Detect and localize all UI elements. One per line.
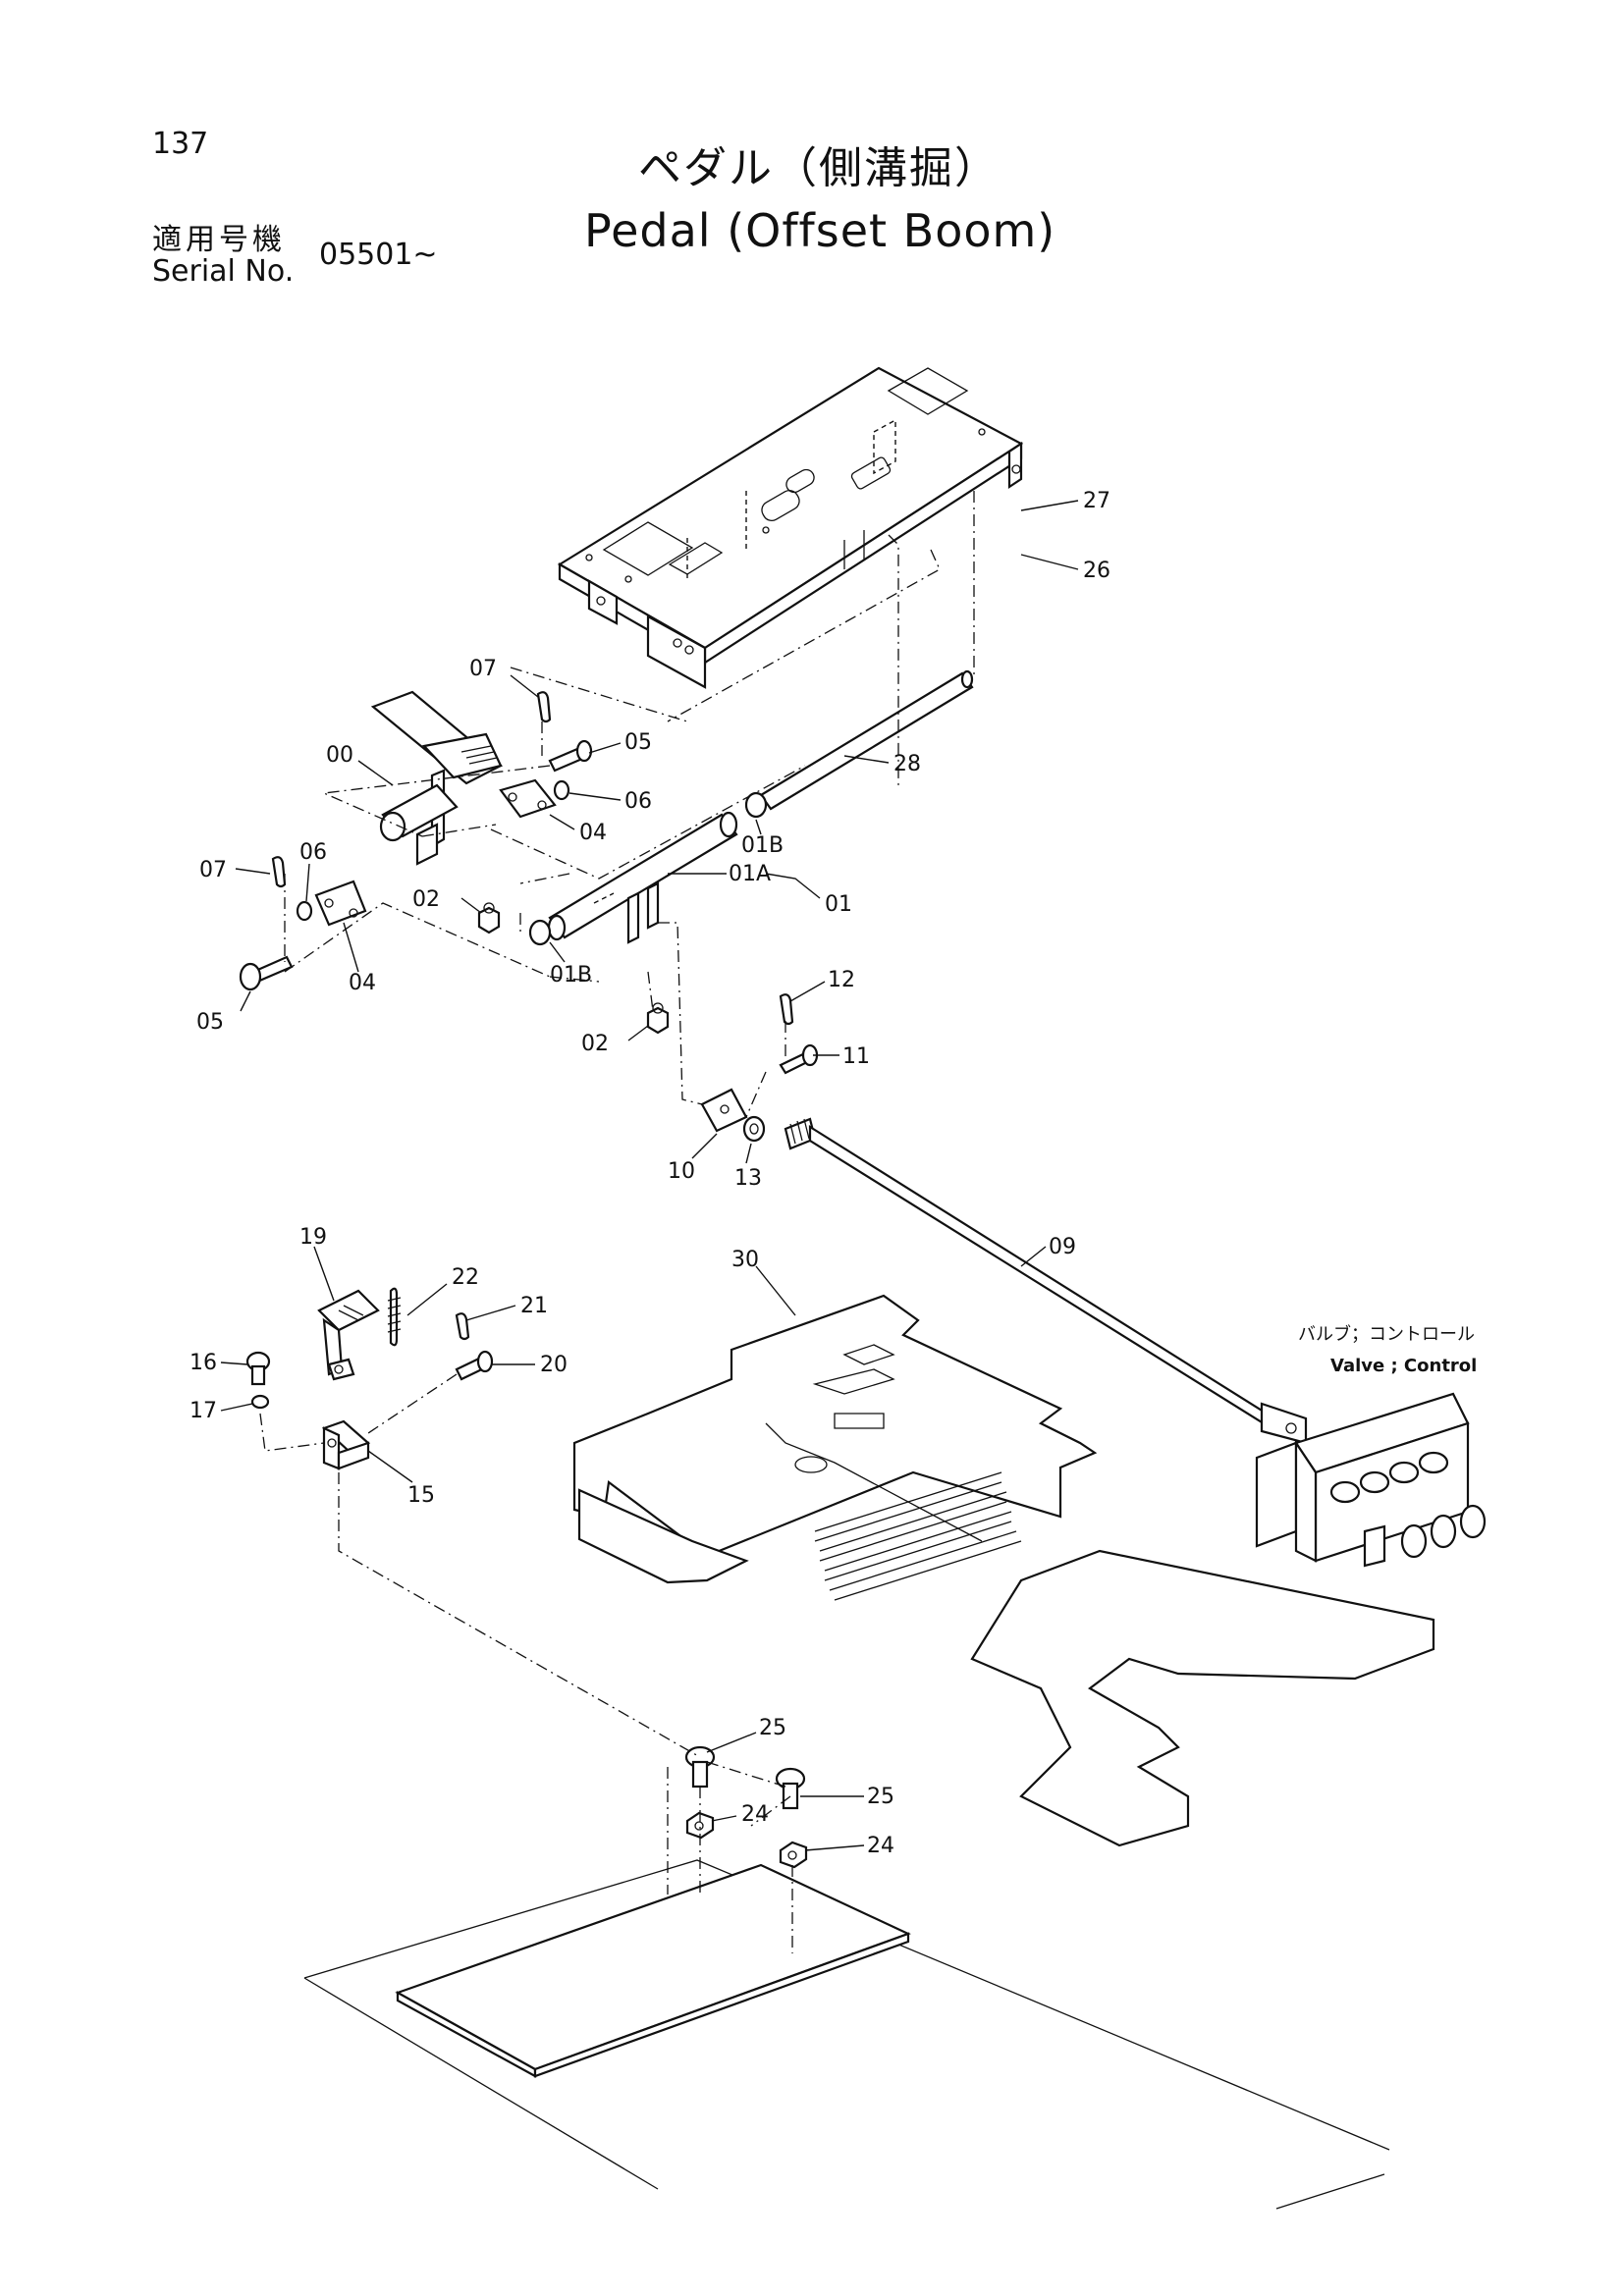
plate-04-upper [499, 778, 557, 819]
floor-plate-30 [572, 1294, 1435, 1847]
callout-15: 15 [407, 1483, 435, 1508]
callout-06: 06 [299, 840, 327, 865]
callout-00: 00 [326, 743, 353, 768]
valve-label-english: Valve ; Control [1330, 1356, 1477, 1376]
pin-11 [779, 1043, 819, 1075]
base-frame-outline [303, 1859, 1390, 2210]
callout-01B: 01B [741, 833, 784, 858]
callout-10: 10 [668, 1159, 695, 1184]
callout-24: 24 [867, 1834, 894, 1858]
pedal-00 [370, 690, 503, 866]
callout-01A: 01A [729, 862, 771, 886]
bracket-19 [317, 1289, 380, 1381]
pin-05-upper [548, 739, 593, 773]
cotter-pin-07-upper [536, 691, 552, 723]
bottom-plate [395, 1863, 911, 2078]
callout-17: 17 [189, 1399, 217, 1423]
bush-01B-lower [528, 919, 552, 946]
callout-04: 04 [579, 821, 607, 845]
bush-01B-upper [744, 791, 768, 819]
callout-05: 05 [196, 1010, 224, 1035]
callout-19: 19 [299, 1225, 327, 1250]
grease-fitting-02-lower [646, 1002, 670, 1035]
callout-11: 11 [842, 1044, 870, 1069]
title-english: Pedal (Offset Boom) [584, 204, 1056, 257]
callout-09: 09 [1049, 1235, 1076, 1259]
callout-28: 28 [893, 752, 921, 776]
callout-13: 13 [734, 1166, 762, 1191]
callout-26: 26 [1083, 559, 1110, 583]
leader-lines [220, 500, 1079, 1851]
pin-20 [455, 1350, 494, 1381]
callout-25: 25 [867, 1785, 894, 1809]
callout-01B: 01B [550, 963, 592, 988]
washer-06-lower [296, 900, 313, 922]
serial-label-japanese: 適用号機 [152, 223, 286, 257]
nut-24-left [685, 1811, 715, 1840]
washer-06-upper [553, 779, 570, 801]
nut-13 [742, 1115, 766, 1143]
bolt-25-left [684, 1745, 716, 1789]
title-japanese: ペダル（側溝掘） [638, 143, 1000, 193]
callout-24: 24 [741, 1802, 769, 1827]
bolt-16 [245, 1351, 271, 1386]
bracket-15 [321, 1419, 371, 1470]
callout-labels: 27 26 07 05 00 28 06 04 01B 07 06 01A 01… [189, 489, 1110, 1858]
page-number: 137 [152, 127, 209, 161]
callout-07: 07 [469, 657, 497, 681]
callout-06: 06 [624, 789, 652, 814]
callout-02: 02 [412, 887, 440, 912]
callout-27: 27 [1083, 489, 1110, 513]
pedal-bracket-frame [557, 366, 1024, 689]
serial-label-english: Serial No. [152, 254, 295, 289]
cotter-pin-07-lower [271, 856, 287, 888]
callout-30: 30 [731, 1248, 759, 1272]
clevis-10 [700, 1088, 748, 1133]
rod-28 [759, 669, 974, 811]
callout-22: 22 [452, 1265, 479, 1290]
callout-02: 02 [581, 1032, 609, 1056]
valve-label: バルブ；コントロール Valve ; Control [1298, 1323, 1477, 1376]
nut-24-right [779, 1841, 808, 1869]
spring-22 [387, 1287, 402, 1347]
callout-07: 07 [199, 858, 227, 882]
callout-20: 20 [540, 1353, 568, 1377]
callout-05: 05 [624, 730, 652, 755]
control-valve [1255, 1392, 1487, 1568]
callout-21: 21 [520, 1294, 548, 1318]
valve-label-japanese: バルブ；コントロール [1298, 1323, 1475, 1345]
callout-16: 16 [189, 1351, 217, 1375]
pin-05-lower [239, 955, 294, 991]
washer-17 [250, 1394, 270, 1410]
plate-04-lower [314, 880, 367, 927]
pedal-shaft-01A [547, 811, 738, 944]
callout-12: 12 [828, 968, 855, 992]
pin-21 [455, 1312, 470, 1341]
bolt-25-right [775, 1767, 806, 1810]
pin-12 [779, 993, 794, 1026]
callout-25: 25 [759, 1716, 786, 1740]
serial-value: 05501~ [319, 238, 438, 272]
callout-01: 01 [825, 892, 852, 917]
grease-fitting-02-upper [477, 902, 501, 934]
callout-04: 04 [349, 971, 376, 995]
assembly-lines [259, 491, 975, 1953]
